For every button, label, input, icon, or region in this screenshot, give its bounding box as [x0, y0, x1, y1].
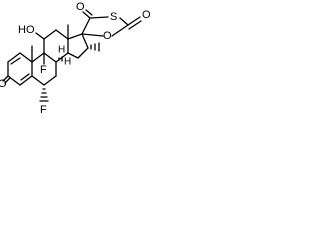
bond-c11-oh	[35, 32, 45, 40]
bond-co-s	[89, 16, 109, 19]
f6-hashed-bond	[39, 88, 49, 102]
bond-co2-o	[111, 24, 129, 37]
bond-c3-c4	[7, 75, 21, 86]
right-carbonyl	[127, 16, 142, 30]
bond-c10-c1	[19, 52, 33, 63]
atom-carbonyl-o-right: O	[142, 9, 151, 21]
bond-c13-c17	[67, 33, 83, 40]
bond-c16-c15	[77, 47, 89, 59]
h8-hashed-bond	[58, 56, 63, 62]
bond-left-co	[82, 11, 91, 19]
atom-f9: F	[40, 64, 47, 76]
bond-c15-c14	[67, 52, 79, 59]
bond-c3-o	[2, 75, 9, 82]
bond-left-co-inner	[85, 9, 93, 16]
ring-d	[67, 33, 89, 59]
spiro-ring	[81, 16, 129, 37]
chemical-structure: O F F H H HO O S O O	[0, 1, 151, 116]
atom-ketone-o: O	[0, 78, 7, 90]
bond-c4-c5	[19, 75, 33, 86]
bond-c1-c2	[7, 52, 21, 63]
ring-a	[7, 52, 33, 86]
bond-c17-co	[81, 17, 91, 35]
atom-hydroxyl: HO	[18, 24, 35, 36]
atom-h8: H	[64, 57, 71, 68]
bond-c3-o-inner	[4, 77, 11, 84]
c16-methyl-hashed	[90, 42, 100, 52]
bond-c12-c13	[55, 29, 69, 40]
atom-thio-s: S	[110, 11, 117, 23]
atom-lactone-o: O	[103, 30, 112, 42]
bond-c9-c8	[43, 52, 57, 63]
bond-right-co	[127, 16, 141, 26]
ketone-group	[2, 75, 11, 84]
atom-f6: F	[40, 104, 47, 116]
bond-c10-c9	[31, 52, 45, 63]
ring-b	[31, 52, 57, 86]
bond-c1-c2-inner	[10, 57, 21, 65]
bond-s-co2	[119, 17, 129, 26]
bond-c17-c16	[81, 33, 89, 49]
bond-right-co-inner	[128, 20, 142, 30]
bond-c7-c6	[43, 75, 57, 86]
bond-c6-c5	[31, 75, 45, 86]
bond-c4-c5-inner	[20, 73, 30, 81]
left-carbonyl	[82, 9, 93, 19]
atom-carbonyl-o-left: O	[76, 1, 85, 13]
bond-o-c17	[81, 33, 104, 37]
atom-h9: H	[58, 45, 65, 56]
bond-c11-c12	[43, 29, 57, 40]
